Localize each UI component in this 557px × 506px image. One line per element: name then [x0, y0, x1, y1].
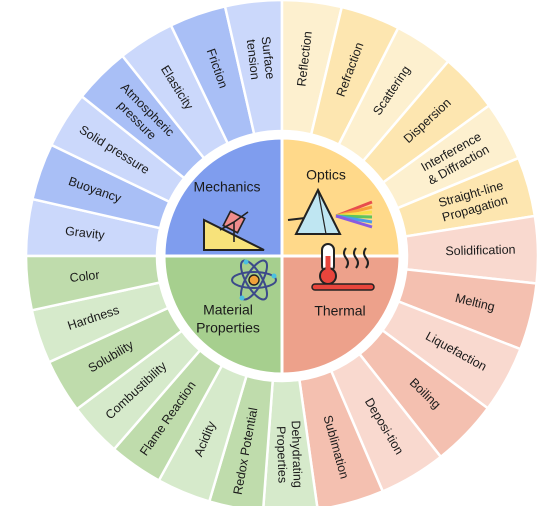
mechanics-item-label: tension	[244, 39, 262, 81]
mechanics-item-label: Surface	[259, 36, 278, 80]
atom-icon	[231, 259, 277, 301]
category-icons	[203, 187, 375, 301]
optics-item-label: Reflection	[294, 30, 314, 87]
material-item-label: Dehydrating	[289, 420, 305, 488]
outer-ring	[24, 0, 540, 506]
optics-item: Reflection	[294, 30, 314, 87]
material-item: Color	[69, 268, 100, 285]
mechanics-item: Gravity	[64, 224, 106, 242]
prism-icon	[287, 187, 373, 235]
material-category-label: Material	[203, 302, 253, 318]
material-segment	[24, 254, 162, 312]
material-quadrant	[162, 254, 284, 376]
inclined-plane-icon	[203, 210, 265, 251]
optics-category-label: Optics	[306, 167, 346, 183]
thermometer-icon	[311, 243, 375, 291]
mechanics-category-label: Mechanics	[194, 179, 261, 195]
material-item-label: Color	[69, 268, 100, 285]
thermal-item-label: Solidification	[445, 243, 516, 259]
mechanics-item-label: Gravity	[64, 224, 106, 242]
material-item-label: Properties	[274, 426, 290, 483]
thermal-segment	[297, 369, 385, 506]
material-category-label: Properties	[196, 320, 260, 336]
thermal-category-label: Thermal	[314, 303, 365, 319]
thermal-item: Solidification	[445, 243, 516, 259]
